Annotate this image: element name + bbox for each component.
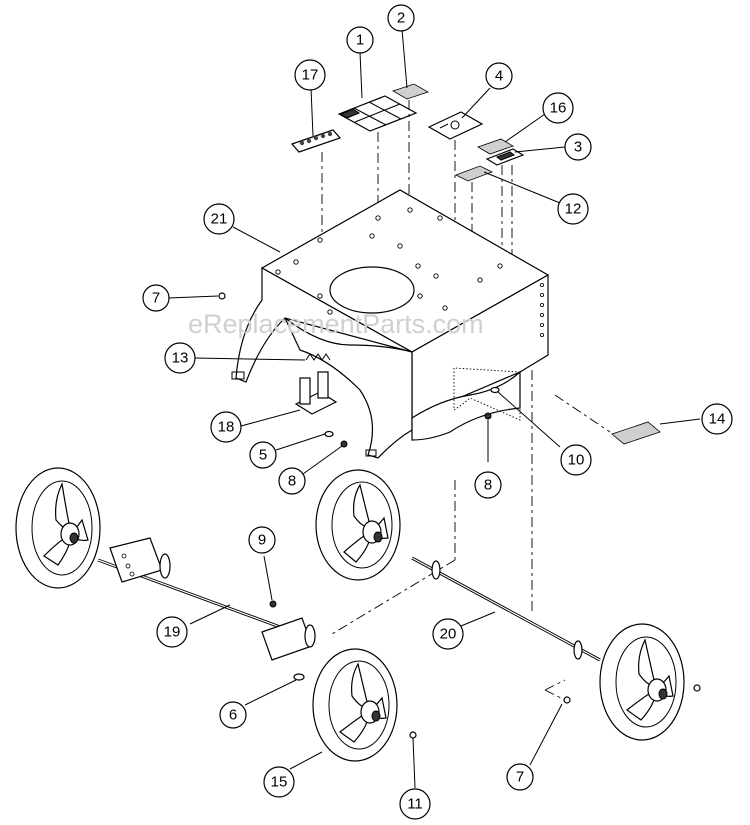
svg-text:17: 17 bbox=[302, 67, 319, 84]
decal-1 bbox=[337, 95, 418, 132]
svg-text:6: 6 bbox=[229, 707, 237, 724]
callout-21: 21 bbox=[203, 203, 235, 235]
callout-18: 18 bbox=[210, 411, 242, 443]
svg-text:16: 16 bbox=[550, 100, 567, 117]
axle-20 bbox=[411, 556, 601, 662]
svg-text:4: 4 bbox=[495, 68, 503, 85]
axle-19 bbox=[97, 537, 316, 661]
svg-text:15: 15 bbox=[271, 774, 288, 791]
decal-17 bbox=[290, 129, 342, 153]
svg-text:11: 11 bbox=[407, 796, 423, 813]
svg-text:13: 13 bbox=[172, 350, 189, 367]
decal-2 bbox=[392, 83, 429, 100]
callout-16: 16 bbox=[542, 92, 574, 124]
wheel-front-center bbox=[315, 469, 401, 581]
callout-2: 2 bbox=[387, 4, 415, 32]
decal-12 bbox=[455, 165, 493, 182]
spring-13 bbox=[305, 353, 331, 361]
wheel-rear-right bbox=[599, 623, 685, 741]
decal-4 bbox=[427, 111, 484, 140]
svg-text:2: 2 bbox=[397, 10, 405, 27]
callout-12: 12 bbox=[557, 193, 589, 225]
callout-5: 5 bbox=[249, 441, 277, 469]
decal-3 bbox=[485, 148, 525, 166]
svg-text:18: 18 bbox=[218, 419, 235, 436]
svg-text:19: 19 bbox=[164, 624, 181, 641]
frame-deck bbox=[231, 189, 550, 459]
callout-15: 15 bbox=[263, 766, 295, 798]
svg-text:7: 7 bbox=[516, 769, 524, 786]
callout-8a: 8 bbox=[278, 467, 306, 495]
callout-8b: 8 bbox=[474, 471, 502, 499]
svg-text:14: 14 bbox=[709, 411, 726, 428]
svg-text:7: 7 bbox=[152, 290, 160, 307]
callout-6: 6 bbox=[219, 701, 247, 729]
watermark-text: eReplacementParts.com bbox=[188, 309, 484, 339]
callout-11: 11 bbox=[399, 788, 431, 820]
callout-17: 17 bbox=[294, 59, 326, 91]
callout-4: 4 bbox=[485, 62, 513, 90]
svg-text:9: 9 bbox=[258, 532, 266, 549]
callout-1: 1 bbox=[346, 26, 374, 54]
height-bracket bbox=[294, 371, 338, 415]
svg-text:1: 1 bbox=[356, 32, 364, 49]
callout-14: 14 bbox=[701, 403, 733, 435]
svg-text:5: 5 bbox=[259, 447, 267, 464]
callout-7a: 7 bbox=[142, 284, 170, 312]
decal-14 bbox=[611, 421, 661, 445]
wheel-front-left bbox=[312, 648, 398, 762]
svg-text:8: 8 bbox=[484, 477, 492, 494]
svg-text:3: 3 bbox=[574, 139, 582, 156]
callout-13: 13 bbox=[164, 342, 196, 374]
wheel-rear-left bbox=[15, 467, 101, 589]
callout-7b: 7 bbox=[506, 763, 534, 791]
callout-19: 19 bbox=[156, 616, 188, 648]
svg-text:20: 20 bbox=[440, 626, 457, 643]
leader-lines bbox=[168, 28, 701, 789]
callout-20: 20 bbox=[432, 618, 464, 650]
svg-text:10: 10 bbox=[568, 452, 585, 469]
decal-16 bbox=[477, 138, 514, 155]
svg-text:21: 21 bbox=[211, 211, 228, 228]
callout-10: 10 bbox=[560, 444, 592, 476]
svg-text:12: 12 bbox=[565, 201, 582, 218]
callout-3: 3 bbox=[564, 133, 592, 161]
svg-text:8: 8 bbox=[288, 473, 296, 490]
callout-9: 9 bbox=[248, 526, 276, 554]
